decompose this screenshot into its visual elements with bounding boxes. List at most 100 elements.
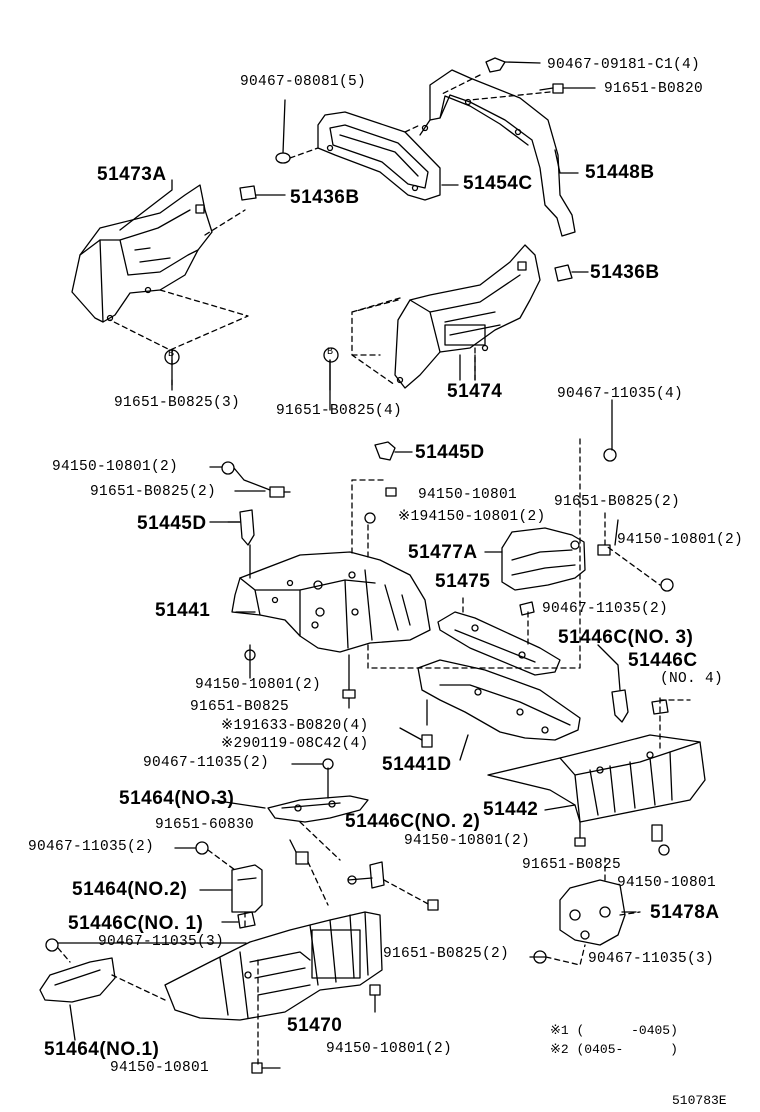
label-94150-10801-2b: 94150-10801(2)	[617, 532, 744, 548]
label-51473A: 51473A	[97, 164, 167, 185]
label-90467-11035-2b: 90467-11035(2)	[143, 755, 270, 771]
bolt-91651-B0820	[539, 83, 596, 94]
footnote-1: ※1 ( -0405)	[550, 1023, 678, 1038]
clip-90467-09181	[485, 57, 541, 73]
bracket-51446C-no4	[651, 699, 669, 715]
marker-b-1-text: B	[168, 349, 175, 360]
part-51454C-plate	[317, 111, 441, 201]
label-91651-B0825-2a: 91651-B0825(2)	[90, 484, 217, 500]
nut-94150-10801-note	[364, 512, 376, 524]
bolt-91651-B0825-d	[651, 824, 663, 842]
bolt-91633-B0820	[421, 699, 433, 748]
label-91651-B0825-4: 91651-B0825(4)	[276, 403, 403, 419]
label-51442: 51442	[483, 799, 539, 820]
label-90467-11035-2a: 90467-11035(2)	[542, 601, 669, 617]
nut-94150-10801-b	[385, 487, 397, 497]
nut-94150-10801-e	[574, 837, 586, 847]
label-94150-10801-2a: 94150-10801(2)	[52, 459, 179, 475]
clip-51436B-a	[239, 185, 286, 201]
label-94150-10801-c: 94150-10801	[617, 875, 717, 891]
label-94150-10801-2c: 94150-10801(2)	[195, 677, 322, 693]
label-51464-no3: 51464(NO.3)	[119, 788, 235, 809]
part-51445D-top	[374, 441, 413, 461]
part-51445D-left	[227, 509, 255, 546]
label-94150-10801-2d: 94150-10801(2)	[404, 833, 531, 849]
clip-90467-11035-f	[45, 938, 59, 952]
label-91633-B0820: ※191633-B0820(4)	[221, 718, 369, 734]
label-91651-B0825-3: 91651-B0825(3)	[114, 395, 241, 411]
marker-b-2-text: B	[327, 347, 334, 358]
nut-94150-10801-f	[658, 844, 670, 856]
part-51441-undercover	[231, 551, 431, 653]
footnote-2: ※2 (0405- )	[550, 1042, 678, 1057]
label-90467-11035-3b: 90467-11035(3)	[588, 951, 715, 967]
label-90467-09181: 90467-09181-C1(4)	[547, 57, 701, 73]
bolt-91651-B0825-b	[342, 654, 356, 709]
label-91651-B0825-b: 91651-B0825	[190, 699, 290, 715]
label-51477A: 51477A	[408, 542, 478, 563]
part-51477A-plate	[501, 527, 586, 591]
bolt-91651-B0825-c	[597, 544, 611, 556]
label-91651-B0825-c: 91651-B0825	[522, 857, 622, 873]
label-51446C-no1: 51446C(NO. 1)	[68, 913, 204, 934]
nut-94150-10801-g	[369, 984, 381, 996]
label-51446C-top: 51446C	[628, 650, 698, 671]
label-94150-10801-a: 94150-10801	[418, 487, 518, 503]
label-51436B-b: 51436B	[590, 262, 660, 283]
nut-94150-10801-a	[221, 461, 235, 475]
part-51464-no2	[231, 864, 263, 913]
label-90467-11035-3a: 90467-11035(3)	[98, 934, 225, 950]
leader-lines	[57, 149, 637, 1041]
part-51464-no3	[267, 795, 369, 823]
bolt-91651-B0825-e	[427, 899, 439, 911]
label-51445D-top: 51445D	[415, 442, 485, 463]
label-51441D: 51441D	[382, 754, 452, 775]
part-51474-cover	[394, 244, 541, 389]
label-51445D-left: 51445D	[137, 513, 207, 534]
label-91651-B0825-2b: 91651-B0825(2)	[554, 494, 681, 510]
label-51436B-a: 51436B	[290, 187, 360, 208]
label-51446C-no2: 51446C(NO. 2)	[345, 811, 481, 832]
label-90119-08C42: ※290119-08C42(4)	[221, 736, 369, 752]
label-51441: 51441	[155, 600, 211, 621]
nut-94150-10801-h	[251, 1062, 263, 1074]
bracket-51446C-no1	[237, 911, 256, 929]
label-51470: 51470	[287, 1015, 343, 1036]
label-51454C: 51454C	[463, 173, 533, 194]
figure-code: 510783E	[672, 1093, 727, 1108]
clip-90467-11035-d	[322, 758, 334, 770]
nut-90467-11035-a	[603, 448, 617, 462]
label-51474: 51474	[447, 381, 503, 402]
label-51446C-no4: (NO. 4)	[660, 671, 724, 687]
nut-94150-10801-d	[660, 578, 674, 592]
label-91651-60830: 91651-60830	[155, 817, 255, 833]
bolt-91651-B0825-a	[269, 486, 291, 498]
label-51475: 51475	[435, 571, 491, 592]
label-94150-10801-d: 94150-10801	[110, 1060, 210, 1076]
label-94150-10801-2e: 94150-10801(2)	[326, 1041, 453, 1057]
marker-b-2	[323, 347, 339, 363]
part-51473A-cover	[71, 184, 213, 323]
label-94150-10801-note: ※194150-10801(2)	[398, 509, 546, 525]
label-51464-no1: 51464(NO.1)	[44, 1039, 160, 1060]
clip-90467-11035-b	[519, 601, 535, 616]
part-51441D-cover	[417, 659, 581, 741]
label-91651-B0820: 91651-B0820	[604, 81, 704, 97]
label-90467-11035-4: 90467-11035(4)	[557, 386, 684, 402]
label-91651-B0825-2c: 91651-B0825(2)	[383, 946, 510, 962]
part-51464-no1	[39, 957, 116, 1003]
clip-51436B-b	[554, 264, 589, 282]
label-90467-08081: 90467-08081(5)	[240, 74, 367, 90]
part-51478A-bracket	[559, 879, 626, 946]
part-51470-undercover	[164, 911, 383, 1021]
label-51478A: 51478A	[650, 902, 720, 923]
label-90467-11035-2c: 90467-11035(2)	[28, 839, 155, 855]
marker-b-1	[164, 349, 180, 365]
bracket-51446C-no2	[347, 861, 385, 889]
part-51448B-bracket	[419, 69, 576, 237]
clip-90467-11035-e	[195, 841, 209, 855]
label-51446C-no3: 51446C(NO. 3)	[558, 627, 694, 648]
part-51475-strip	[437, 611, 561, 676]
clip-90467-08081	[275, 99, 291, 164]
